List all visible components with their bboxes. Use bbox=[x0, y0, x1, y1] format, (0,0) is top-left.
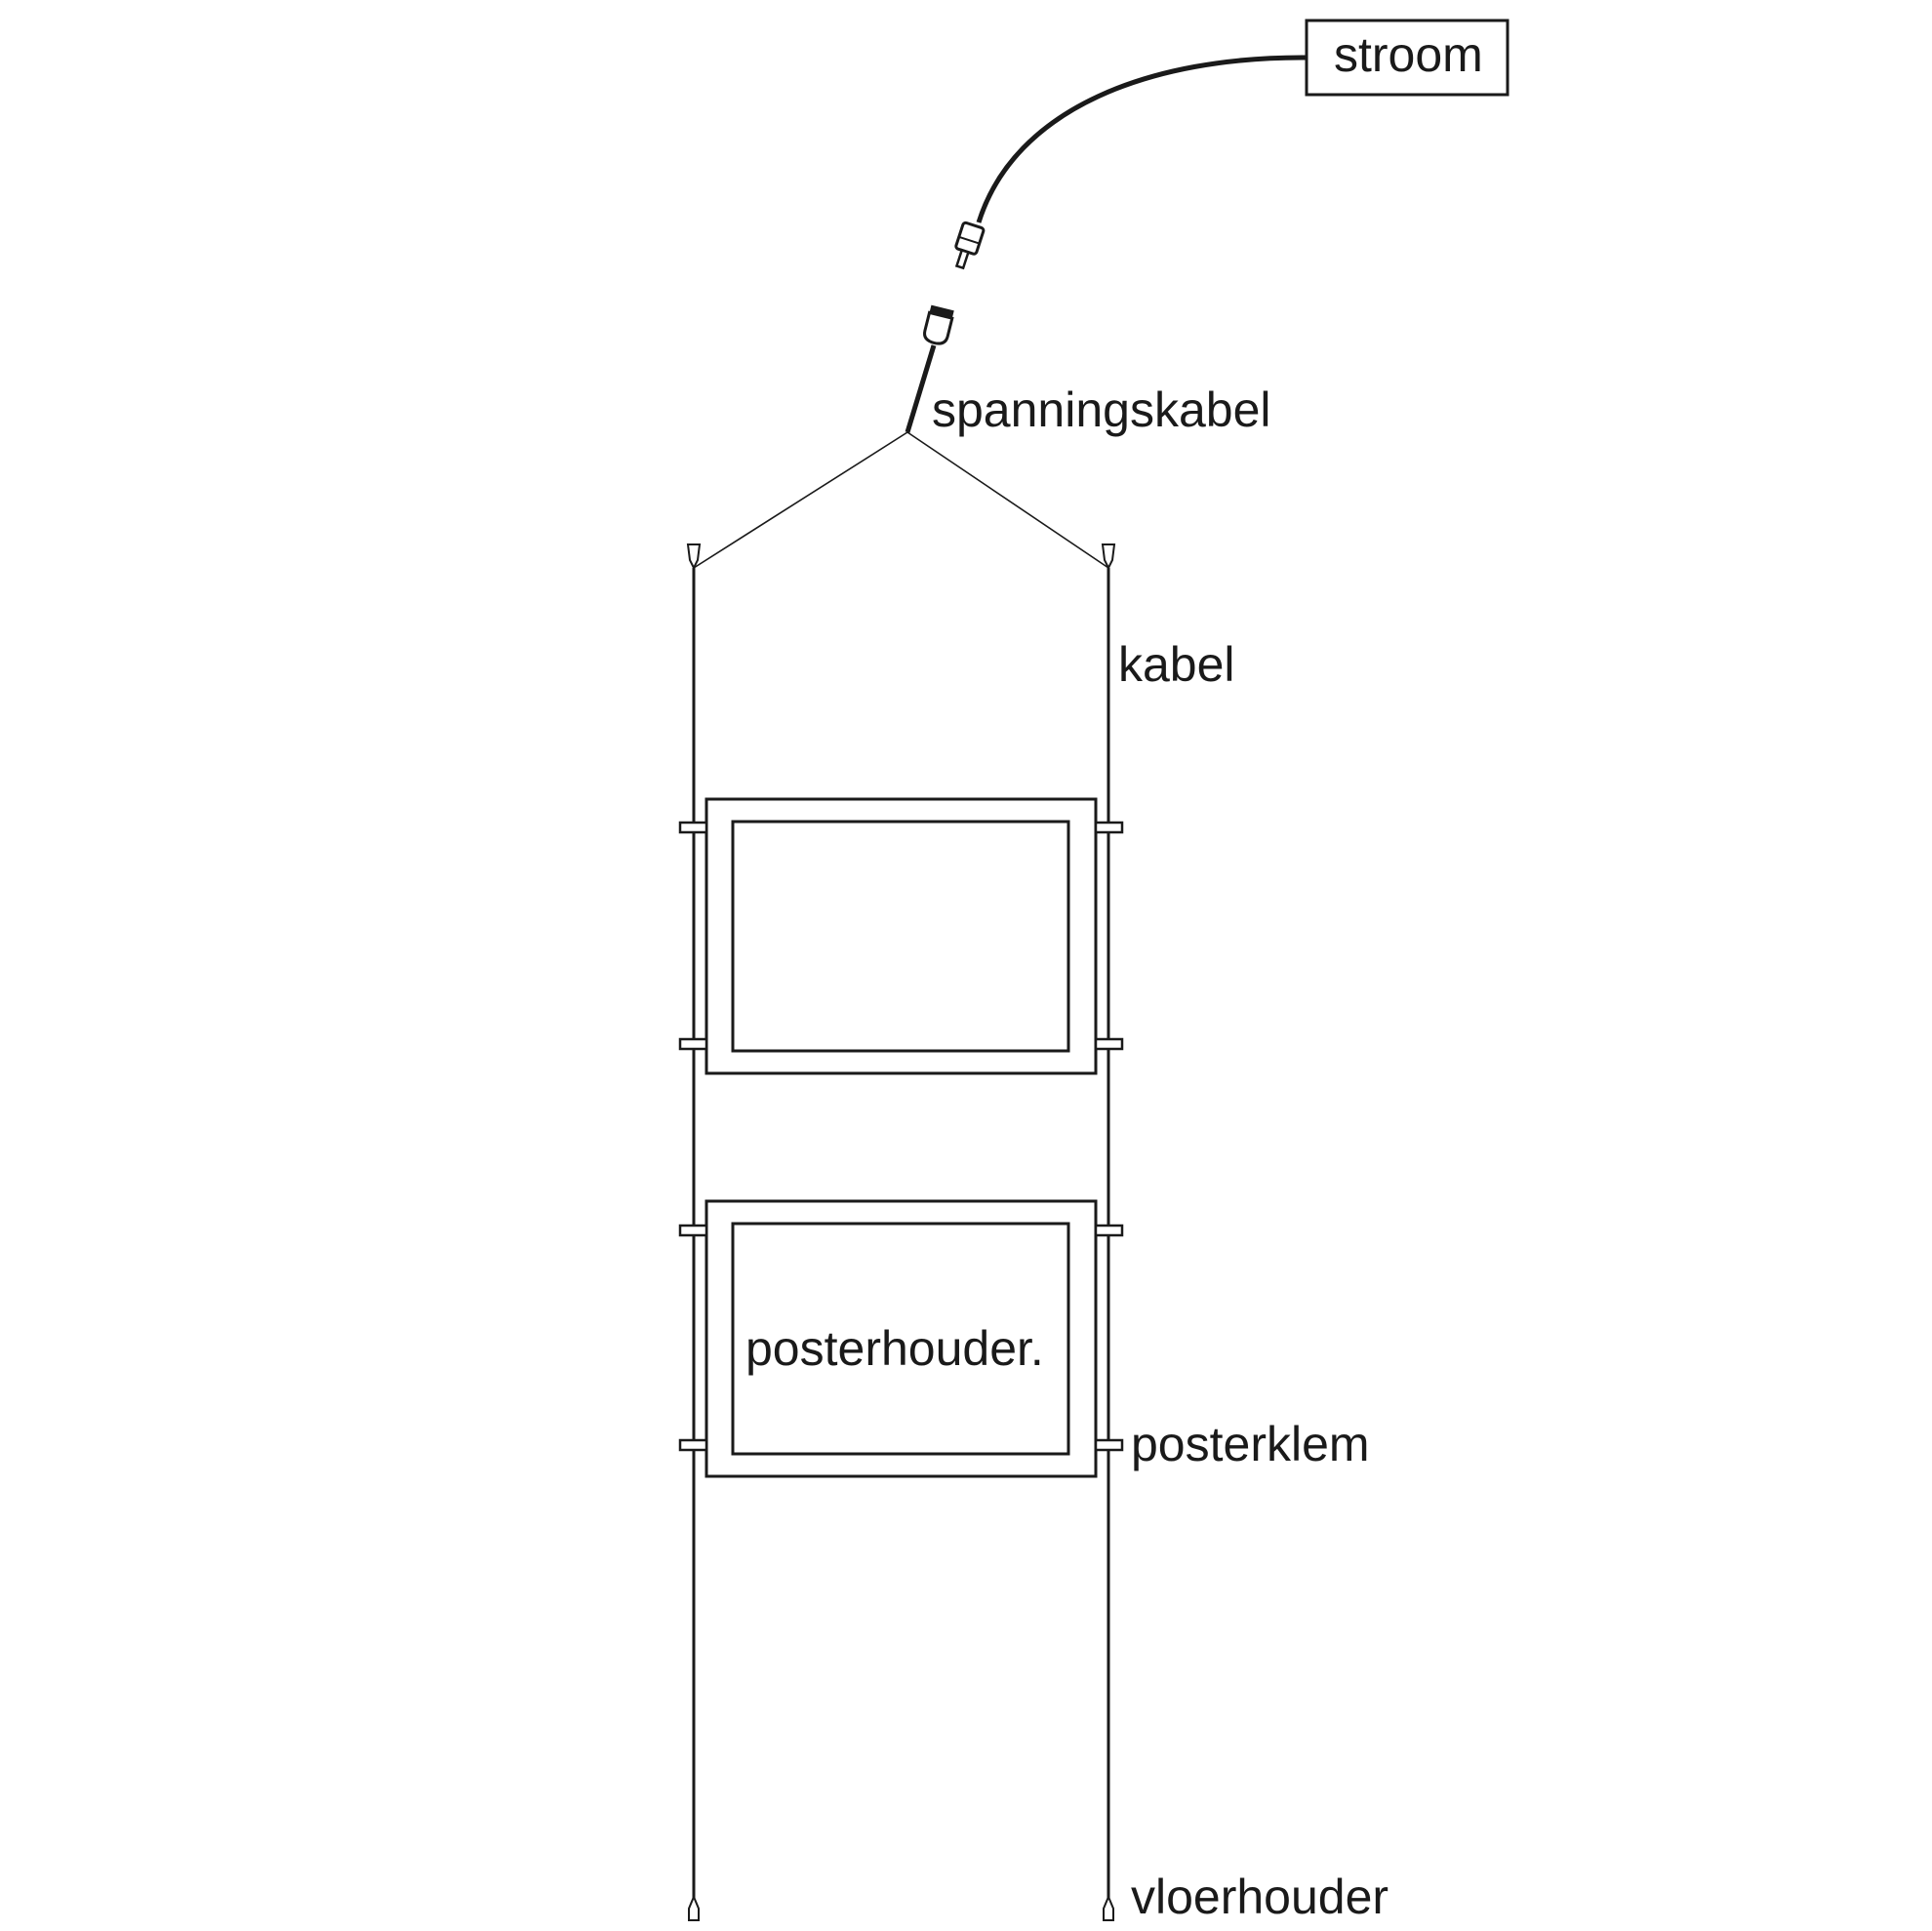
left-top-hanger bbox=[686, 543, 702, 571]
poster-clamp bbox=[1094, 1438, 1124, 1452]
poster-clamp bbox=[678, 1224, 708, 1237]
poster-clamp bbox=[678, 821, 708, 834]
poster-clamp bbox=[1094, 821, 1124, 834]
poster-clamp bbox=[678, 1037, 708, 1051]
floor-holder-label: vloerhouder bbox=[1131, 1870, 1389, 1924]
poster-clamp bbox=[678, 1438, 708, 1452]
right-floor-holder bbox=[1103, 1894, 1114, 1921]
poster-holder-lower-inner bbox=[731, 1222, 1070, 1456]
poster-clamp bbox=[1094, 1037, 1124, 1051]
right-hanger-wire bbox=[906, 431, 1109, 569]
right-top-hanger bbox=[1101, 543, 1116, 571]
poster-clamp bbox=[1094, 1224, 1124, 1237]
power-box: stroom bbox=[1305, 19, 1509, 97]
poster-clamp-label: posterklem bbox=[1131, 1417, 1370, 1471]
cable-label: kabel bbox=[1118, 637, 1235, 692]
poster-holder-label: posterhouder. bbox=[745, 1321, 1044, 1376]
poster-holder-upper bbox=[704, 797, 1098, 1075]
poster-holder-upper-inner bbox=[731, 820, 1070, 1053]
plug-icon bbox=[954, 221, 986, 270]
power-cord bbox=[976, 55, 1308, 223]
poster-holder-lower: posterhouder. bbox=[704, 1199, 1098, 1478]
socket-icon bbox=[923, 304, 954, 345]
tension-cable-label: spanningskabel bbox=[932, 382, 1271, 437]
left-hanger-wire bbox=[693, 431, 908, 569]
power-label: stroom bbox=[1334, 27, 1483, 82]
tension-cable bbox=[905, 344, 937, 433]
left-floor-holder bbox=[688, 1894, 700, 1921]
